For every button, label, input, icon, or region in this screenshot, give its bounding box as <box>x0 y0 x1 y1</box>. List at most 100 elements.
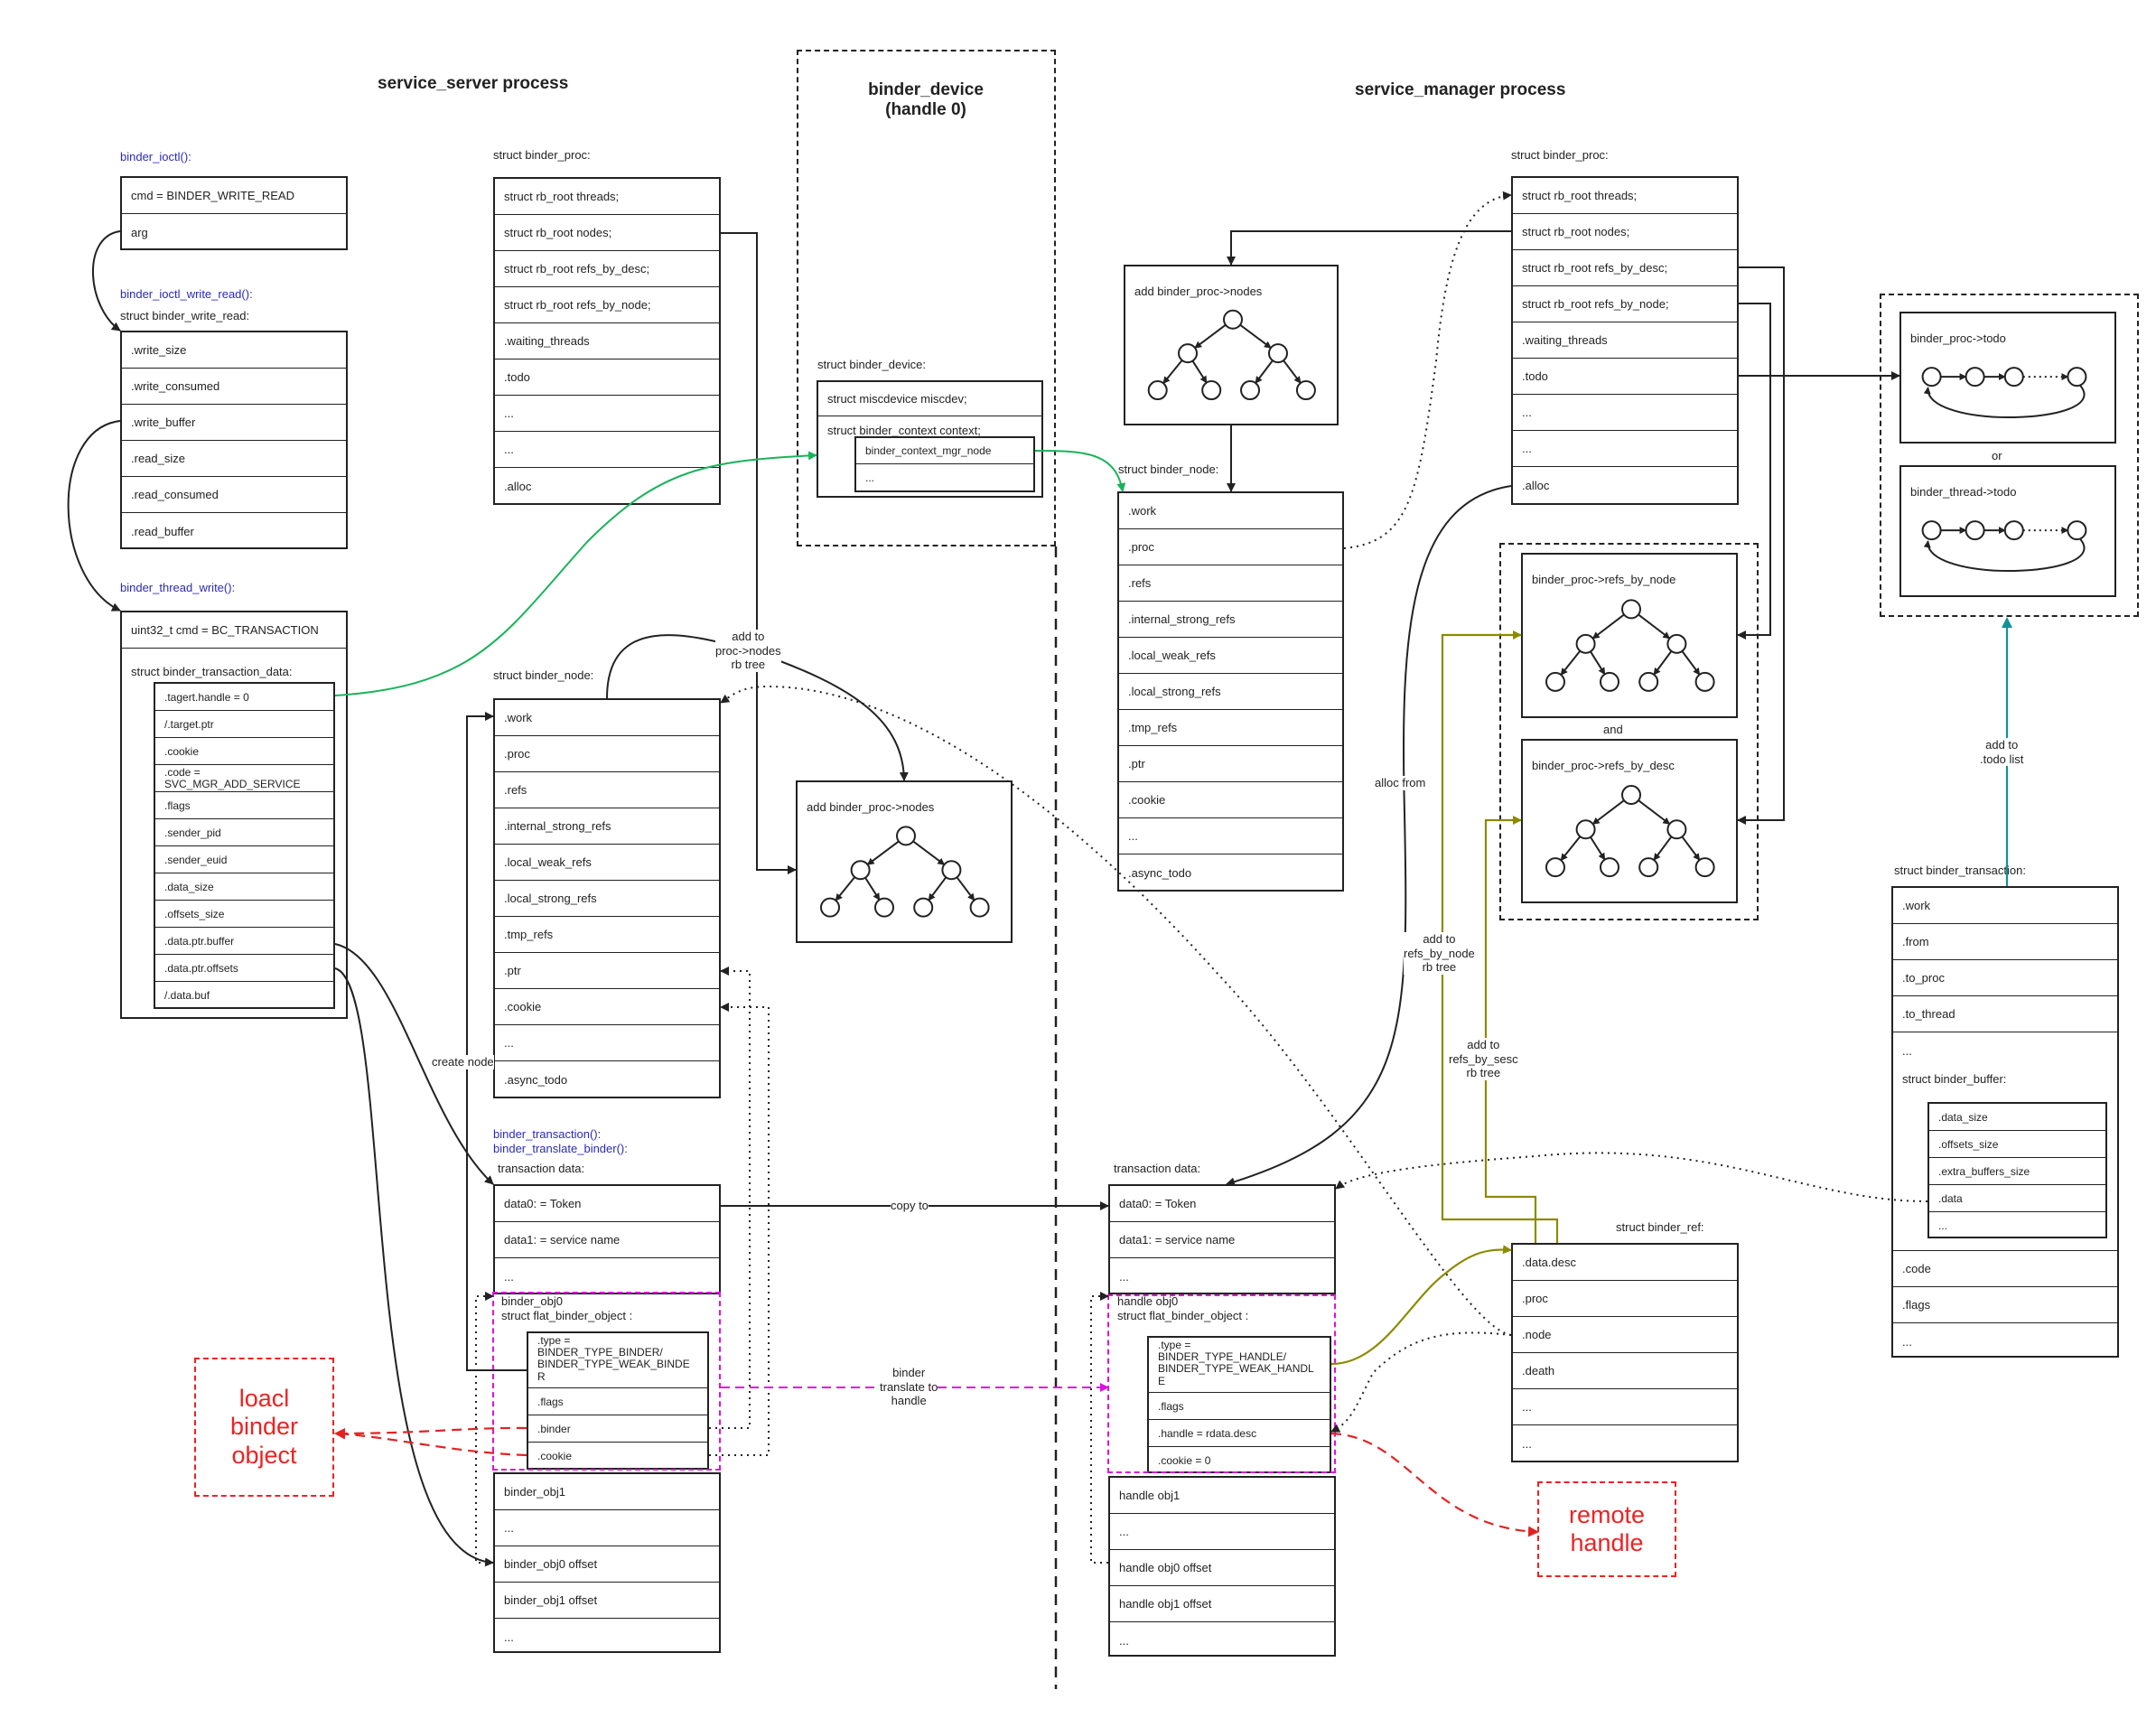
tree-node <box>1638 671 1659 692</box>
tree-node <box>896 826 916 846</box>
ioctl-args-row: cmd = BINDER_WRITE_READ <box>122 178 346 214</box>
btd-row: .data_size <box>155 873 333 901</box>
service-manager-title: service_manager process <box>1355 80 1566 99</box>
server-nodes-tree-box: add binder_proc->nodes <box>796 780 1013 943</box>
buffer-row: .data_size <box>1929 1104 2105 1131</box>
tree-node <box>1694 671 1715 692</box>
manager-nodes-tree <box>1147 309 1316 401</box>
tree-node <box>1575 819 1596 840</box>
tree-node <box>1267 343 1288 364</box>
proc-todo-box: binder_proc->todo <box>1899 312 2116 444</box>
manager-node-row: .local_weak_refs <box>1119 638 1342 674</box>
manager-node-row: .ptr <box>1119 746 1342 782</box>
tree-node <box>820 897 840 918</box>
server-flat-binder-object: .type = BINDER_TYPE_BINDER/ BINDER_TYPE_… <box>527 1331 709 1470</box>
thread-todo-box: binder_thread->todo <box>1899 465 2116 597</box>
server-tx-top-row: data0: = Token <box>495 1186 719 1222</box>
refs-by-node-tree-box: binder_proc->refs_by_node <box>1521 553 1738 718</box>
binder-device-title-line1: binder_device <box>868 80 984 99</box>
manager-tx-top-row: data1: = service name <box>1110 1222 1334 1258</box>
transaction-buffer-row: struct binder_buffer: <box>1893 1069 2117 1251</box>
manager-node-row: .work <box>1119 493 1342 529</box>
wire-data-buffer-to-tx <box>334 943 494 1185</box>
manager-node-row: .async_todo <box>1128 865 1192 880</box>
manager-obj-row: .type = BINDER_TYPE_HANDLE/ BINDER_TYPE_… <box>1149 1338 1330 1393</box>
service-server-title: service_server process <box>378 74 569 93</box>
binder-ref-table: .data.desc.proc.node.death...... <box>1511 1243 1739 1462</box>
ref-row: .node <box>1513 1317 1737 1353</box>
thread-todo-list <box>1921 520 2087 572</box>
tree-node <box>1545 857 1565 878</box>
manager-proc-row: ... <box>1513 395 1737 431</box>
manager-nodes-tree-box: add binder_proc->nodes <box>1124 265 1339 425</box>
func-binder-thread-write: binder_thread_write(): <box>120 581 236 594</box>
manager-proc-row: struct rb_root refs_by_node; <box>1513 286 1737 322</box>
tree-edge <box>1191 360 1208 384</box>
tree-node <box>1666 633 1687 654</box>
bwr-row: .read_size <box>122 441 346 477</box>
tree-edge <box>1638 613 1671 640</box>
list-node <box>1965 367 1985 388</box>
tree-node <box>1545 671 1565 692</box>
wire-ref-node-to-handle <box>1330 1331 1512 1433</box>
list-node <box>1921 520 1942 541</box>
server-node-row: .ptr <box>495 953 719 989</box>
transaction-rows-bottom-row: ... <box>1902 1334 1912 1349</box>
manager-node-row: .proc <box>1119 529 1342 565</box>
server-tx-bottom-row: ... <box>504 1630 514 1644</box>
tree-edge <box>866 840 900 865</box>
caption-binder-transaction-data: struct binder_transaction_data: <box>131 665 293 678</box>
caption-server-transaction-data: transaction data: <box>498 1162 585 1175</box>
server-tx-top-row: data1: = service name <box>495 1222 719 1258</box>
server-node-row: .internal_strong_refs <box>495 808 719 845</box>
server-node-row: .cookie <box>495 989 719 1025</box>
tree-node <box>1600 857 1619 878</box>
server-binder-node-table: .work.proc.refs.internal_strong_refs.loc… <box>493 698 721 1098</box>
server-node-rows: .work.proc.refs.internal_strong_refs.loc… <box>495 700 719 1097</box>
bwr-row: .read_consumed <box>122 477 346 513</box>
func-binder-translate-binder: binder_translate_binder(): <box>493 1142 628 1156</box>
tree-edge <box>1653 836 1673 861</box>
tree-edge <box>1590 650 1606 676</box>
label-translate: binder translate to handle <box>880 1366 938 1408</box>
manager-tx-bottom-row: handle obj1 offset <box>1110 1586 1334 1622</box>
manager-nodes-tree-label: add binder_proc->nodes <box>1134 285 1263 298</box>
btd-row: .cookie <box>155 738 333 765</box>
wire-cookie-to-cookie <box>709 1003 770 1456</box>
server-node-row: .work <box>495 700 719 736</box>
manager-node-row: .refs <box>1119 565 1342 602</box>
caption-manager-binder-node: struct binder_node: <box>1118 462 1219 476</box>
tree-node <box>1295 380 1316 401</box>
buffer-rows: .data_size.offsets_size.extra_buffers_si… <box>1929 1104 2105 1239</box>
btd-row: .tagert.handle = 0 <box>155 684 333 711</box>
btd-cmd-row: uint32_t cmd = BC_TRANSACTION <box>122 612 346 649</box>
tree-edge <box>1653 650 1673 676</box>
func-binder-transaction-line1: binder_transaction(): <box>493 1127 602 1141</box>
server-proc-row: struct rb_root nodes; <box>495 215 719 251</box>
wire-type-to-desc <box>1330 1245 1512 1366</box>
server-tx-bottom-row: binder_obj1 <box>495 1474 719 1510</box>
manager-proc-row: .todo <box>1513 359 1737 395</box>
btd-row: .data.ptr.buffer <box>155 928 333 955</box>
wire-write-buffer-to-cmd <box>67 420 121 612</box>
btd-row: .sender_euid <box>155 846 333 873</box>
wire-binder-to-local <box>334 1426 527 1439</box>
wire-handle0-to-device <box>334 451 817 696</box>
manager-proc-row: struct rb_root nodes; <box>1513 214 1737 250</box>
manager-proc-rows: struct rb_root threads;struct rb_root no… <box>1513 178 1737 503</box>
tree-edge <box>1194 323 1227 349</box>
bwr-row: .write_buffer <box>122 405 346 441</box>
caption-binder-transaction: struct binder_transaction: <box>1894 864 2026 877</box>
tree-edge <box>1638 799 1671 826</box>
server-tx-top-row: ... <box>504 1269 514 1284</box>
list-wraparound-link <box>1923 538 2086 572</box>
func-binder-ioctl: binder_ioctl(): <box>120 150 191 163</box>
manager-obj-title1: handle obj0 <box>1117 1294 1179 1308</box>
wire-binder-to-ptr <box>709 967 751 1429</box>
manager-binder-proc-table: struct rb_root threads;struct rb_root no… <box>1511 176 1739 505</box>
tree-edge <box>1590 836 1606 861</box>
device-row-miscdev: struct miscdevice miscdev; <box>818 382 1041 416</box>
server-tx-bottom-row: ... <box>495 1510 719 1546</box>
tree-edge <box>1681 836 1701 861</box>
